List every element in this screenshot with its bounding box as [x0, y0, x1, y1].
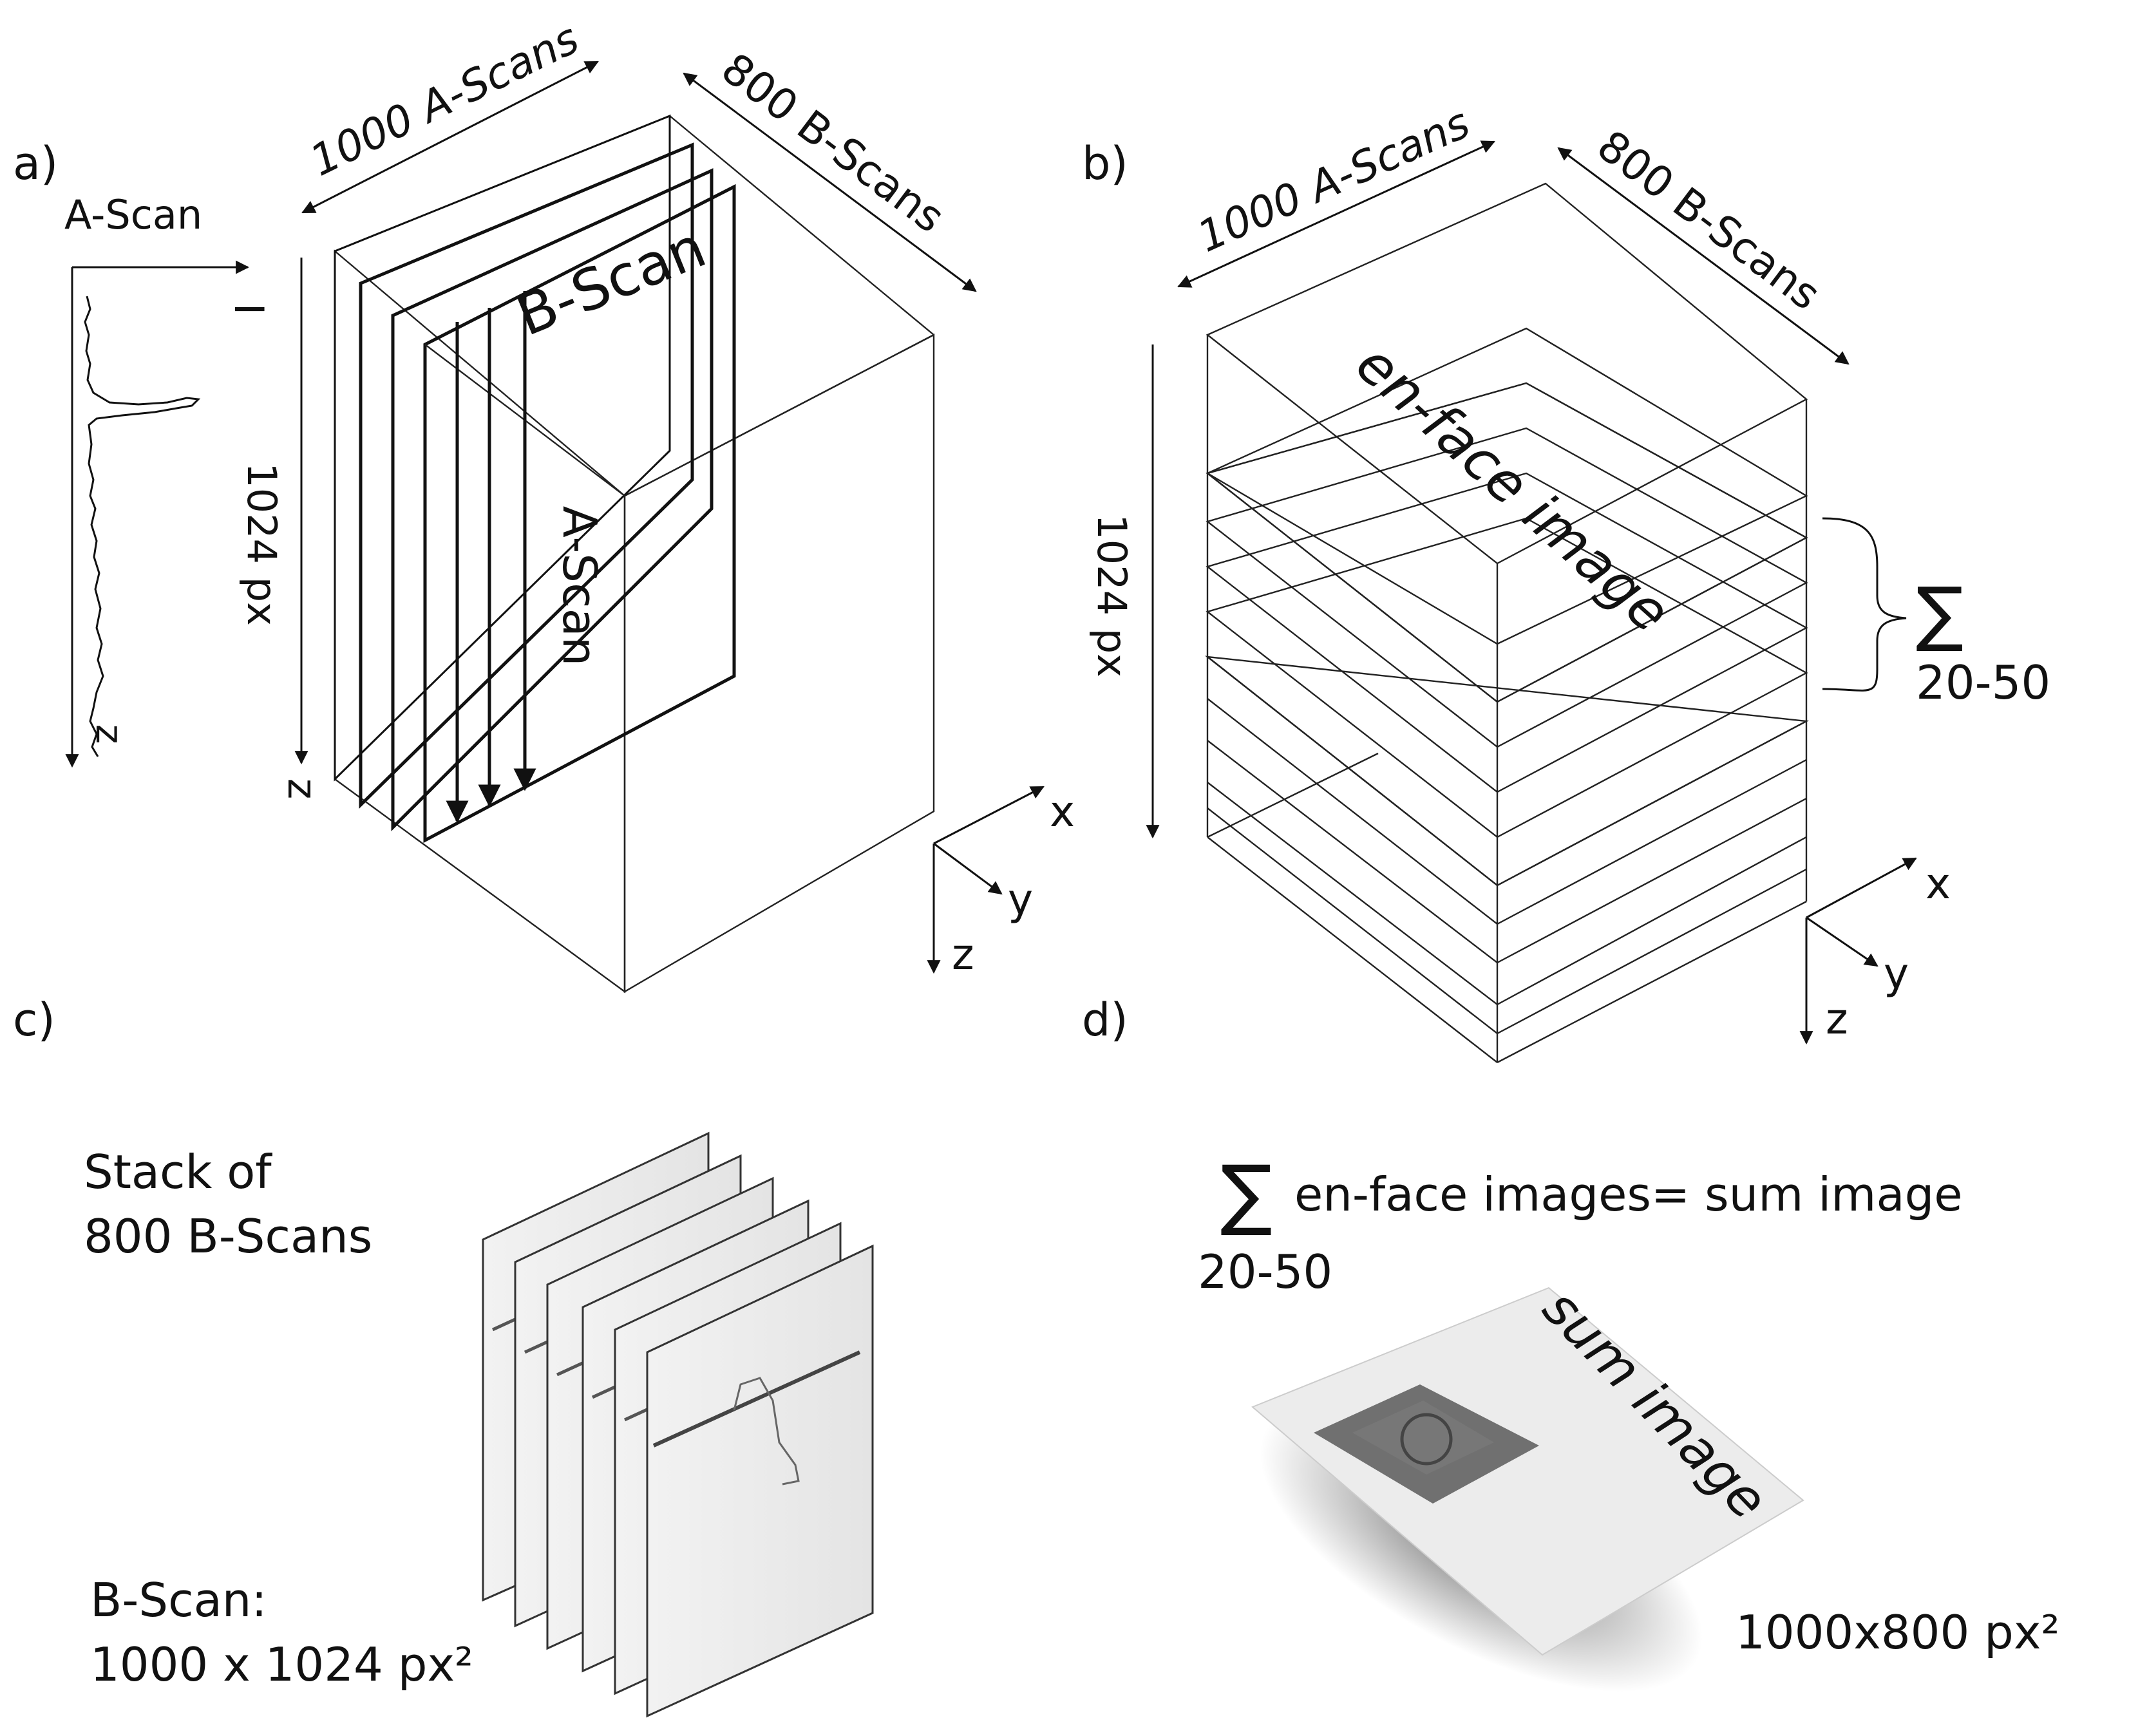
volume-bottom-right [1497, 900, 1807, 1064]
panel-a: a) A-Scan I z 1000 A-Scans 800 B-Scans 1… [13, 14, 1075, 994]
a-scans-dim-arrow [301, 61, 599, 214]
b-scans-dim-arrow [1557, 147, 1850, 365]
bscan-label: B-Scan [507, 214, 714, 349]
panel-c: c) Stack of 800 B-Scans [13, 994, 874, 1718]
enface-slice-hatched [1206, 427, 1808, 748]
bscan-size-line2: 1000 x 1024 px² [90, 1637, 473, 1692]
x-axis-label: x [1050, 787, 1075, 836]
panel-d-label: d) [1082, 994, 1128, 1046]
depth-dim-label: 1024 px [1088, 514, 1135, 677]
bscan-layer [391, 168, 714, 832]
bscan-layer [359, 142, 694, 809]
panel-b-label: b) [1082, 137, 1128, 190]
stack-caption-line1: Stack of [84, 1145, 272, 1199]
cube-top-edge-front [624, 334, 934, 497]
formula-range: 20-50 [1198, 1245, 1332, 1299]
panel-d: d) ∑ en-face images= sum image 20-50 sum… [1082, 994, 2059, 1692]
y-axis-label: y [1884, 949, 1909, 999]
cube-right-face [623, 334, 935, 994]
curly-brace [1822, 517, 1907, 692]
axes-triad-a: x y z [927, 786, 1075, 979]
cube-top-edge-back [669, 115, 934, 335]
bscan-image-front [646, 1244, 874, 1718]
enface-slice-hatched [1206, 517, 1808, 838]
bscan-slice-hatched [423, 184, 736, 844]
b-scans-dim-label: 800 B-Scans [712, 44, 953, 243]
sum-range: 20-50 [1916, 656, 2050, 710]
b-scans-dim-arrow [683, 72, 977, 292]
ascan-signal-curve [84, 296, 201, 757]
x-axis-label: x [1926, 859, 1951, 909]
enface-slice [1207, 782, 1807, 1006]
z-axis-label: z [1826, 994, 1848, 1044]
x-axis-arrow [933, 786, 1045, 845]
enface-volume: en-face image [1204, 182, 1810, 1064]
axes-triad-b: x y z [1799, 857, 1951, 1045]
enface-blank-slices [1204, 656, 1810, 1035]
ascan-profile-plot: A-Scan I z [64, 191, 272, 768]
ascan-title: A-Scan [64, 191, 202, 238]
y-axis-label: y [1008, 875, 1033, 925]
enface-slice [1207, 698, 1807, 925]
enface-summed-slices [1206, 327, 1808, 838]
enface-slice [1207, 807, 1807, 1035]
a-scans-dim-label: 1000 A-Scans [303, 14, 587, 186]
sum-symbol: ∑ [1916, 572, 1963, 654]
a-scans-dim-arrow [1177, 140, 1495, 288]
formula-text: en-face images= sum image [1294, 1167, 1963, 1222]
ascan-label: A-Scan [553, 506, 607, 666]
sum-image-stamp [1314, 1384, 1539, 1504]
y-axis-arrow [933, 842, 1003, 895]
x-axis-arrow [1806, 857, 1917, 919]
enface-image-label: en-face image [1344, 332, 1682, 645]
enface-slice [1207, 740, 1807, 964]
sum-image-size: 1000x800 px² [1736, 1605, 2059, 1659]
sum-image: sum image [1251, 1278, 1804, 1692]
formula-sum-symbol: ∑ [1220, 1149, 1273, 1239]
bscan-layer [334, 114, 671, 782]
sum-bracket: ∑ 20-50 [1822, 517, 2050, 710]
b-scans-dim-label: 800 B-Scans [1588, 121, 1829, 320]
depth-dim-label: 1024 px [238, 462, 285, 626]
enface-slice-main [1206, 382, 1808, 703]
depth-dim-z: z [279, 778, 326, 800]
enface-slice-hatched [1206, 382, 1808, 703]
sum-image-sheet [1251, 1287, 1804, 1656]
y-axis-arrow [1806, 916, 1878, 967]
volume-bottom-front [1207, 836, 1498, 1063]
a-scans-dim-label: 1000 A-Scans [1190, 98, 1477, 261]
panel-a-label: a) [13, 137, 58, 190]
enface-slice [1207, 656, 1807, 887]
enface-slice-hatched [1206, 472, 1808, 793]
bscan-image-stack [482, 1131, 874, 1718]
enface-slice-top [1206, 327, 1808, 645]
panel-c-label: c) [13, 994, 55, 1046]
oct-volume-cube: B-Scan A-Scan [334, 114, 935, 994]
intensity-axis-label: I [225, 303, 272, 315]
stack-caption-line2: 800 B-Scans [84, 1209, 372, 1263]
panel-b: b) 1000 A-Scans 800 B-Scans 1024 px [1082, 98, 2050, 1064]
bscan-size-line1: B-Scan: [90, 1573, 267, 1627]
volume-hidden-edge [1207, 752, 1379, 838]
z-axis-label: z [952, 930, 974, 979]
